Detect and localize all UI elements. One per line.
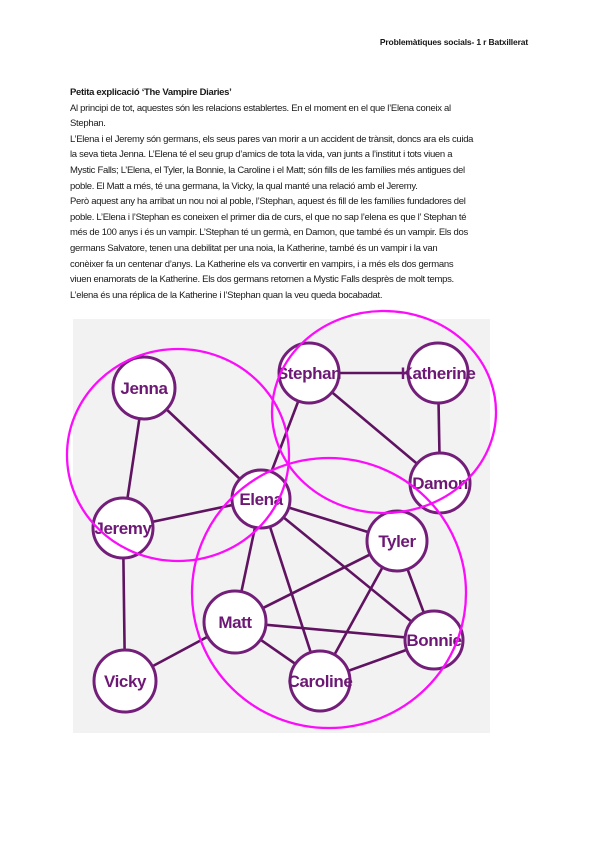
node-elena: Elena [230,468,292,530]
node-label-tyler: Tyler [378,532,416,551]
text-line-p2-4: poble. El Matt a més, té una germana, la… [70,180,418,192]
node-stephan: Stephan [277,341,342,405]
node-label-elena: Elena [239,490,283,509]
friends-group-circle [190,456,468,730]
text-line-p3-1: Però aquest any ha arribat un nou noi al… [70,196,466,208]
node-jeremy: Jeremy [91,496,155,560]
node-tyler: Tyler [365,509,429,573]
text-line-p3-4: germans Salvatore, tenen una debilitat p… [70,242,438,254]
vampires-group-circle [270,309,498,515]
node-caroline: Caroline [288,649,353,713]
text-line-p3-3: més de 100 anys i és un vampir. L’Stepha… [70,227,468,239]
node-label-katherine: Katherine [401,364,476,383]
node-circle-jenna [111,355,177,421]
node-jenna: Jenna [111,355,177,421]
node-label-matt: Matt [218,613,252,632]
text-line-p2-2: la seva tieta Jenna. L’Elena té el seu g… [70,149,453,161]
node-matt: Matt [202,589,268,655]
text-line-p3-5: conèixer fa un centenar d’anys. La Kathe… [70,258,454,270]
node-label-damon: Damon [412,474,468,493]
node-circle-bonnie [403,609,465,671]
edge-elena-caroline [259,498,322,682]
node-katherine: Katherine [401,341,476,405]
family-group-circle [65,347,291,563]
node-label-jenna: Jenna [120,379,168,398]
text-line-p3-7: L’elena és una réplica de la Katherine i… [70,289,383,301]
text-line-p3-6: viuen enamorats de la Katherine. Els dos… [70,274,454,286]
node-damon: Damon [408,451,472,515]
node-circle-stephan [277,341,341,405]
text-line-p1-2: Stephan. [70,118,106,130]
text-line-p1-1: Al principi de tot, aquestes són les rel… [70,102,451,114]
node-label-stephan: Stephan [277,364,341,383]
node-circle-vicky [92,648,158,714]
text-line-p2-1: L’Elena i el Jeremy són germans, els seu… [70,133,474,145]
node-label-jeremy: Jeremy [94,519,152,538]
edge-matt-bonnie [234,620,435,642]
document-body: Petita explicació ‘The Vampire Diaries’ … [70,85,532,303]
node-circle-matt [202,589,268,655]
node-vicky: Vicky [92,648,158,714]
node-circle-caroline [288,649,352,713]
node-label-bonnie: Bonnie [406,631,461,650]
node-circle-tyler [365,509,429,573]
text-line-p3-2: poble. L’Elena i l’Stephan es coneixen e… [70,211,467,223]
text-line-p2-3: Mystic Falls; L’Elena, el Tyler, la Bonn… [70,164,465,176]
document-title: Petita explicació ‘The Vampire Diaries’ [70,87,232,98]
node-bonnie: Bonnie [403,609,465,671]
document-paragraphs: Al principi de tot, aquestes són les rel… [70,101,532,304]
node-label-caroline: Caroline [288,672,353,691]
edge-elena-bonnie [260,497,435,642]
node-circle-katherine [406,341,470,405]
page-header: Problemàtiques socials- 1 r Batxillerat [379,37,528,47]
node-label-vicky: Vicky [104,672,147,691]
node-circle-jeremy [91,496,155,560]
